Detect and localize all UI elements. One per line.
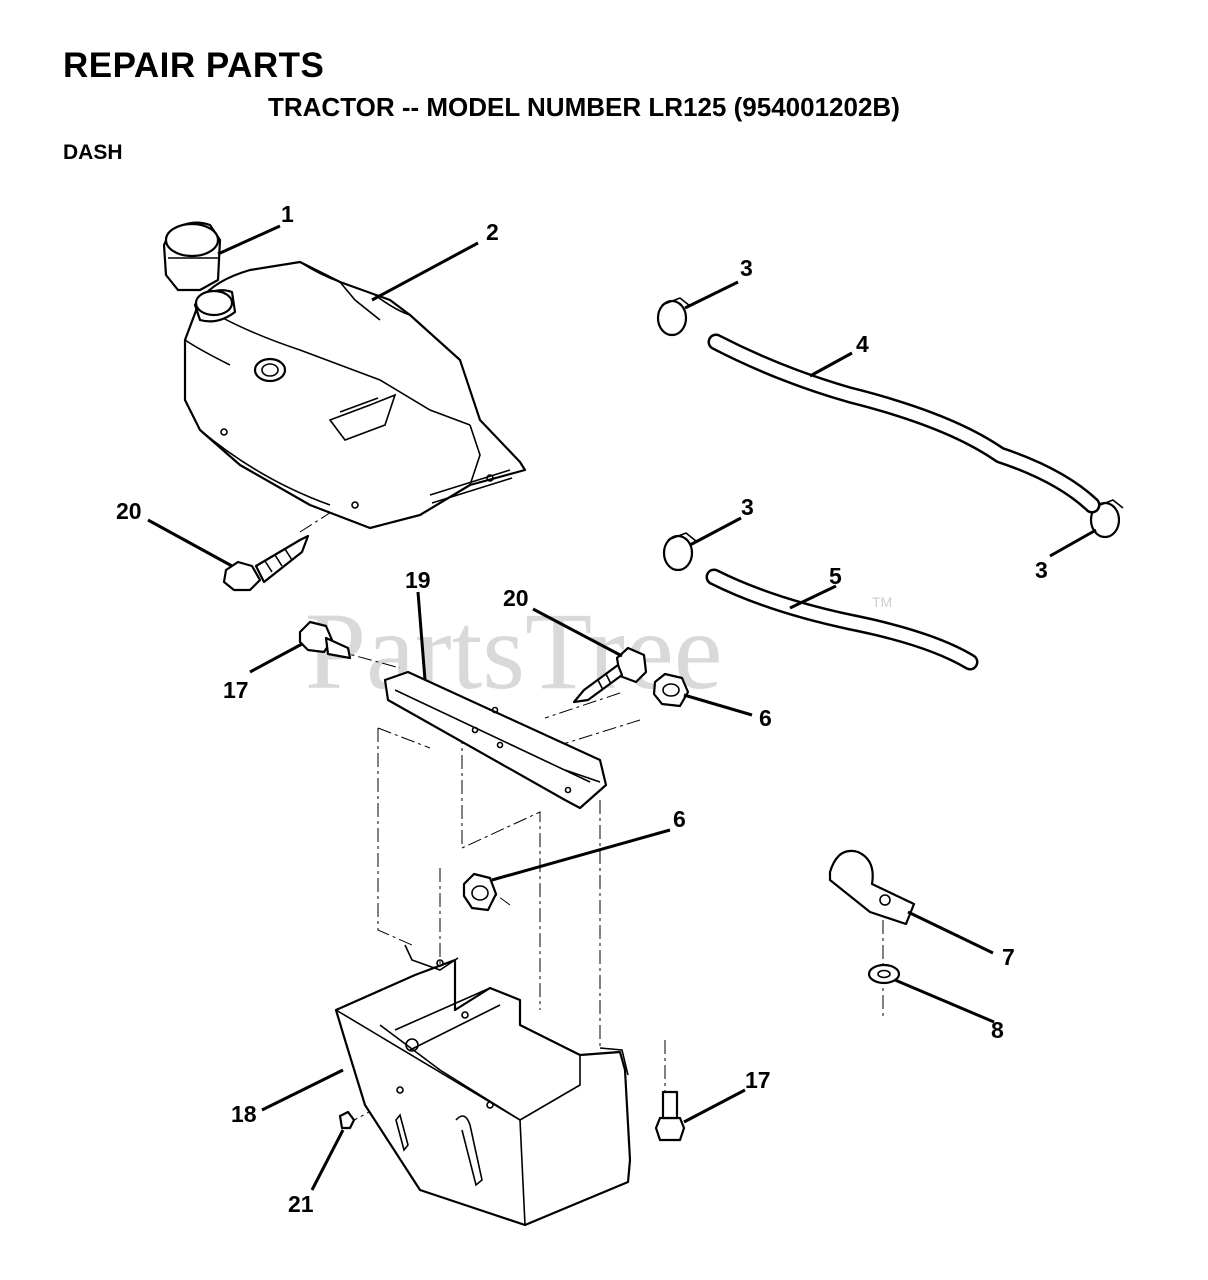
callout-8: 8 [991, 1017, 1004, 1043]
callout-2: 2 [486, 219, 499, 245]
callout-6: 6 [673, 806, 686, 832]
dash-housing-part [183, 260, 527, 530]
section-label: DASH [63, 141, 123, 164]
lower-dash-panel-part [334, 944, 632, 1227]
callout-3: 3 [741, 494, 754, 520]
small-fastener-part [338, 1110, 356, 1130]
callout-20: 20 [116, 498, 142, 524]
callout-4: 4 [856, 331, 869, 357]
callout-5: 5 [829, 563, 842, 589]
callout-17: 17 [223, 677, 249, 703]
callout-1: 1 [281, 201, 294, 227]
dash-bracket-part [383, 670, 608, 810]
callout-21: 21 [288, 1191, 314, 1217]
callout-20: 20 [503, 585, 529, 611]
self-tapping-screw-part [222, 534, 310, 592]
hex-nut-part [462, 872, 498, 912]
hose-clamp-part [1089, 499, 1124, 539]
fuel-cap-part [162, 221, 222, 292]
callout-18: 18 [231, 1101, 257, 1127]
watermark-text: PartsTree [305, 590, 723, 712]
callout-3: 3 [740, 255, 753, 281]
page-title: REPAIR PARTS [63, 46, 325, 85]
washer-part [867, 963, 901, 985]
fuel-hose-short-part [705, 568, 979, 671]
callout-numbers: 1 2 3 4 3 5 3 20 19 20 17 6 6 7 8 18 17 … [116, 201, 1048, 1217]
hose-clamp-part [662, 532, 697, 572]
self-tapping-screw-part [572, 646, 648, 704]
callout-3: 3 [1035, 557, 1048, 583]
callout-7: 7 [1002, 944, 1015, 970]
callout-19: 19 [405, 567, 431, 593]
callout-6: 6 [759, 705, 772, 731]
model-subtitle: TRACTOR -- MODEL NUMBER LR125 (954001202… [268, 92, 900, 122]
hex-bolt-part [654, 1090, 686, 1142]
callout-leader-lines [147, 224, 1097, 1191]
strap-clamp-part [828, 849, 916, 926]
hose-clamp-part [656, 297, 691, 337]
callout-17: 17 [745, 1067, 771, 1093]
watermark-trademark: TM [872, 594, 892, 610]
fuel-hose-long-part [707, 333, 1101, 514]
hex-bolt-part [298, 620, 352, 660]
hex-nut-part [652, 672, 690, 708]
